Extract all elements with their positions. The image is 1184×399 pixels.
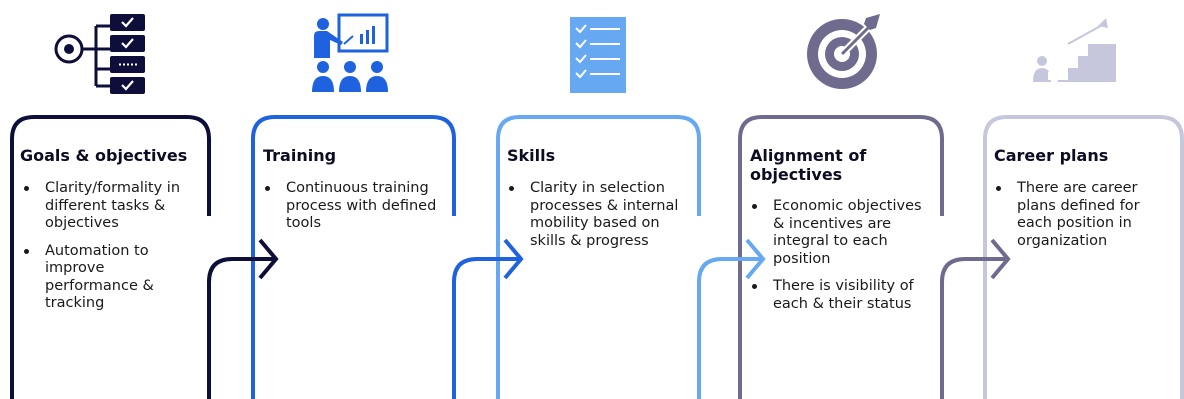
list-item: Economic objectives & incentives are int… — [750, 198, 931, 268]
checklist-clipboard-icon — [570, 17, 626, 93]
checklist-target-icon — [54, 14, 145, 94]
card-career-bullets: There are career plans defined for each … — [994, 180, 1164, 260]
list-item: Automation to improve performance & trac… — [22, 243, 170, 313]
card-goals-bullets: Clarity/formality in different tasks & o… — [22, 180, 198, 323]
presentation-audience-icon — [312, 13, 389, 92]
list-item: There are career plans defined for each … — [994, 180, 1164, 250]
list-item: Clarity/formality in different tasks & o… — [22, 180, 198, 233]
connector-training-skills — [452, 238, 524, 399]
career-stairs-icon — [1033, 18, 1116, 82]
list-item: Clarity in selection processes & interna… — [507, 180, 697, 250]
connector-goals-training — [207, 238, 279, 399]
card-career-title: Career plans — [994, 146, 1109, 165]
card-career-outline — [983, 115, 1184, 399]
card-alignment-bullets: Economic objectives & incentives are int… — [750, 198, 938, 323]
connector-skills-alignment — [697, 238, 766, 399]
card-training-bullets: Continuous training process with defined… — [263, 180, 453, 243]
card-alignment-title: Alignment of objectives — [750, 146, 867, 184]
list-item: There is visibility of each & their stat… — [750, 278, 938, 313]
card-training-title: Training — [263, 146, 337, 165]
card-skills-title: Skills — [507, 146, 556, 165]
list-item: Continuous training process with defined… — [263, 180, 453, 233]
connector-alignment-career — [940, 238, 1011, 399]
card-skills-bullets: Clarity in selection processes & interna… — [507, 180, 697, 260]
card-goals-title: Goals & objectives — [20, 146, 188, 165]
target-dart-icon — [807, 14, 880, 89]
